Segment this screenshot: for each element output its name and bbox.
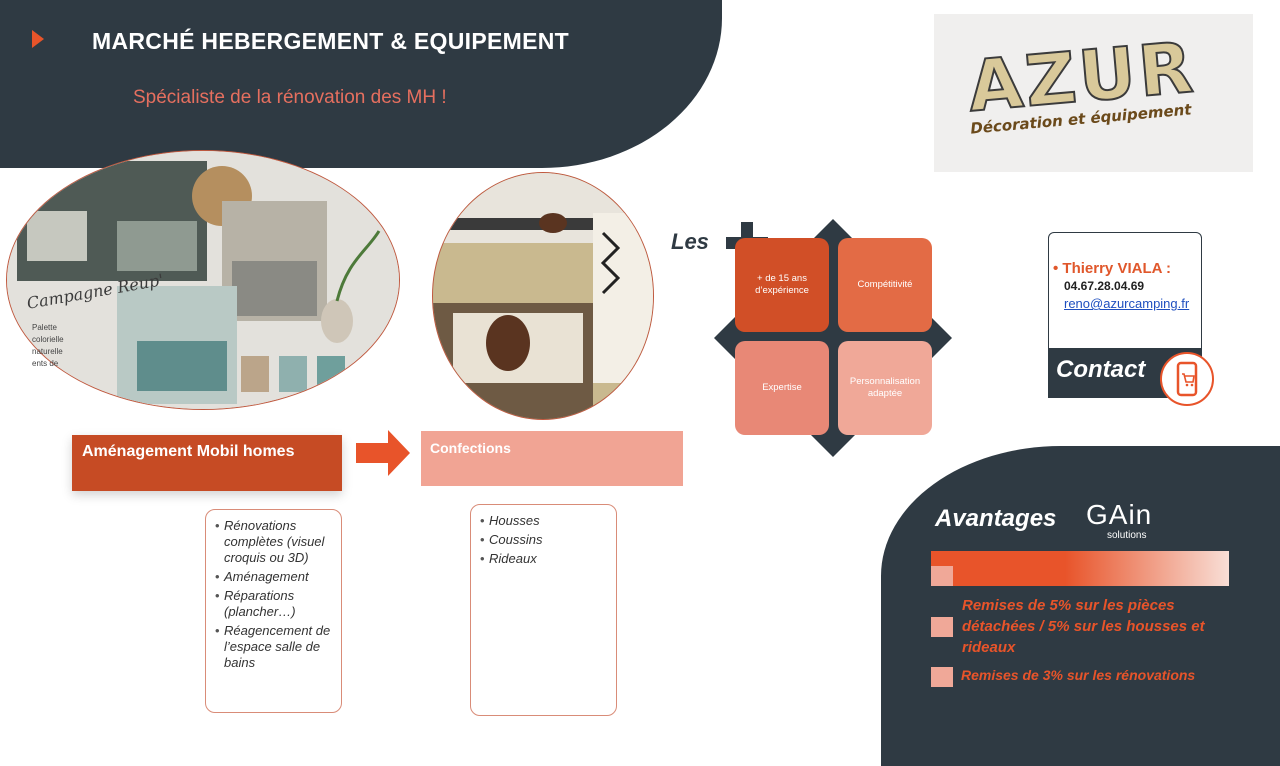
advantages-bar xyxy=(931,551,1229,586)
caption-line: naturelle xyxy=(32,347,63,356)
tile-experience: + de 15 ans d’expérience xyxy=(735,238,829,332)
contact-label: Contact xyxy=(1056,356,1146,383)
bullet-square xyxy=(931,667,953,687)
amenagement-label: Aménagement Mobil homes xyxy=(72,435,342,491)
header-banner xyxy=(0,0,722,168)
contact-name-text: Thierry VIALA : xyxy=(1062,260,1172,277)
gain-logo: GAin xyxy=(1086,499,1153,530)
confections-label: Confections xyxy=(421,431,683,486)
page-title: MARCHÉ HEBERGEMENT & EQUIPEMENT xyxy=(92,28,569,54)
arrow-right-icon xyxy=(356,430,410,476)
list-item: Aménagement xyxy=(215,569,335,585)
confections-label-text: Confections xyxy=(430,440,511,456)
list-item: Rénovations complètes (visuel croquis ou… xyxy=(215,518,335,566)
chevron-right-icon xyxy=(32,30,44,48)
advantage-item: Remises de 3% sur les rénovations xyxy=(961,667,1196,683)
list-item: Réagencement de l’espace salle de bains xyxy=(215,623,335,671)
les-plus-heading: Les xyxy=(671,229,709,254)
advantages-title: Avantages xyxy=(935,505,1057,532)
palette-caption: Palette colorielle naturelle ents de xyxy=(32,322,64,370)
confections-photo xyxy=(432,172,654,420)
amenagement-label-text: Aménagement Mobil homes xyxy=(82,443,295,460)
confections-list: Housses Coussins Rideaux xyxy=(470,504,617,716)
amenagement-list: Rénovations complètes (visuel croquis ou… xyxy=(205,509,342,713)
tile-competitivite: Compétitivité xyxy=(838,238,932,332)
list-item: Rideaux xyxy=(480,551,610,567)
list-item: Coussins xyxy=(480,532,610,548)
list-item: Housses xyxy=(480,513,610,529)
bullet-square xyxy=(931,566,953,586)
room-photo xyxy=(433,173,653,419)
caption-line: colorielle xyxy=(32,335,64,344)
photo-collage xyxy=(7,151,399,409)
gain-logo-sub: solutions xyxy=(1107,530,1147,541)
page-subtitle: Spécialiste de la rénovation des MH ! xyxy=(133,87,447,108)
phone-cart-glyph xyxy=(1176,361,1198,397)
contact-name: • Thierry VIALA : xyxy=(1053,260,1172,277)
tile-personnalisation: Personnalisation adaptée xyxy=(838,341,932,435)
contact-email-link[interactable]: reno@azurcamping.fr xyxy=(1064,296,1190,311)
bullet-square xyxy=(931,617,953,637)
azur-logo xyxy=(934,14,1253,172)
caption-line: ents de xyxy=(32,359,59,368)
shopping-cart-icon[interactable] xyxy=(1160,352,1214,406)
tile-expertise: Expertise xyxy=(735,341,829,435)
caption-line: Palette xyxy=(32,323,57,332)
contact-phone: 04.67.28.04.69 xyxy=(1064,279,1145,293)
advantage-item: Remises de 5% sur les pièces détachées /… xyxy=(962,597,1205,656)
list-item: Réparations (plancher…) xyxy=(215,588,335,620)
advantages-panel xyxy=(881,446,1280,766)
mobil-home-interior-photo xyxy=(6,150,400,410)
